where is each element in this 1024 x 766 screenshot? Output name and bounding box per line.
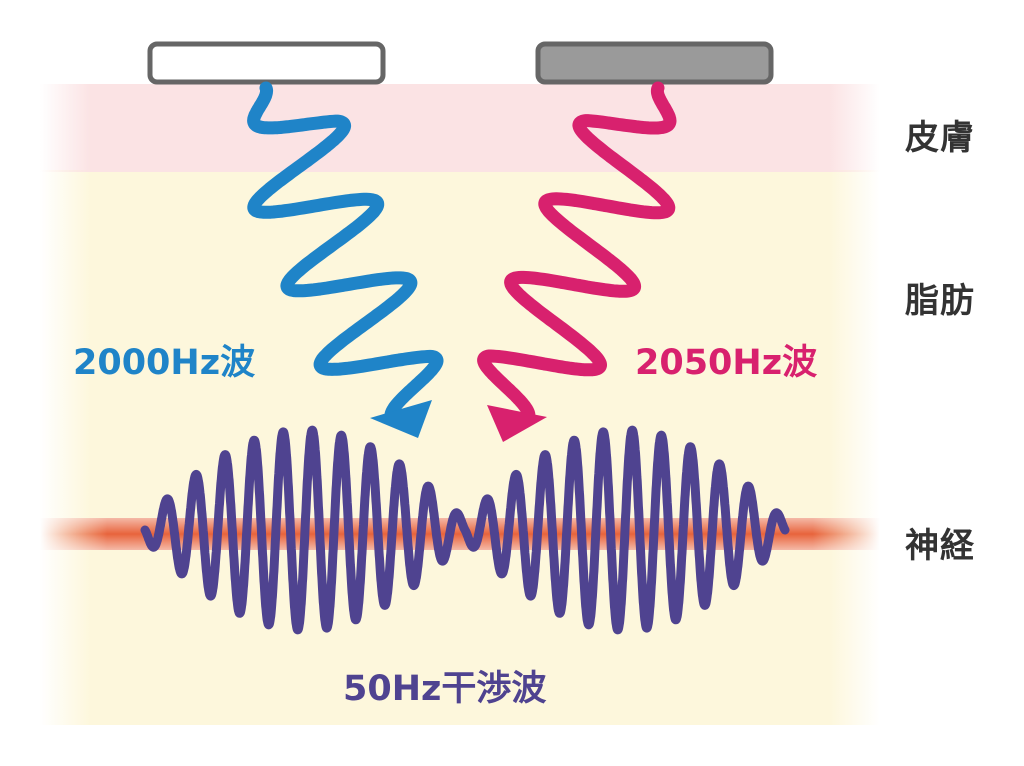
fat-layer-band bbox=[40, 170, 880, 725]
interference-wave-50hz bbox=[140, 425, 790, 635]
right-electrode-pad bbox=[535, 41, 774, 85]
nerve-label: 神経 bbox=[905, 526, 975, 566]
right-wave-label: 2050Hz波 bbox=[635, 343, 818, 383]
left-electrode-pad bbox=[147, 41, 386, 85]
left-wave-2000hz bbox=[247, 81, 444, 422]
fat-label: 脂肪 bbox=[905, 281, 975, 321]
skin-label: 皮膚 bbox=[905, 118, 975, 158]
left-arrow-icon bbox=[370, 400, 432, 438]
right-arrow-icon bbox=[487, 405, 547, 442]
left-wave-label: 2000Hz波 bbox=[73, 343, 256, 383]
interference-wave-label: 50Hz干渉波 bbox=[343, 669, 547, 709]
right-wave-2050hz bbox=[477, 81, 677, 422]
skin-layer-band bbox=[40, 84, 880, 172]
